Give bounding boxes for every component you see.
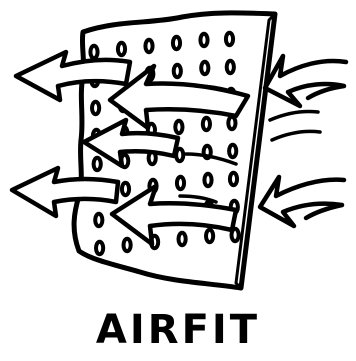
product-label: AIRFIT: [0, 304, 356, 361]
incoming-arrow-top: [265, 56, 346, 106]
incoming-air-lines: [270, 111, 320, 140]
perforated-fabric-airflow-icon: [0, 0, 356, 300]
incoming-arrow-bottom: [260, 177, 344, 226]
